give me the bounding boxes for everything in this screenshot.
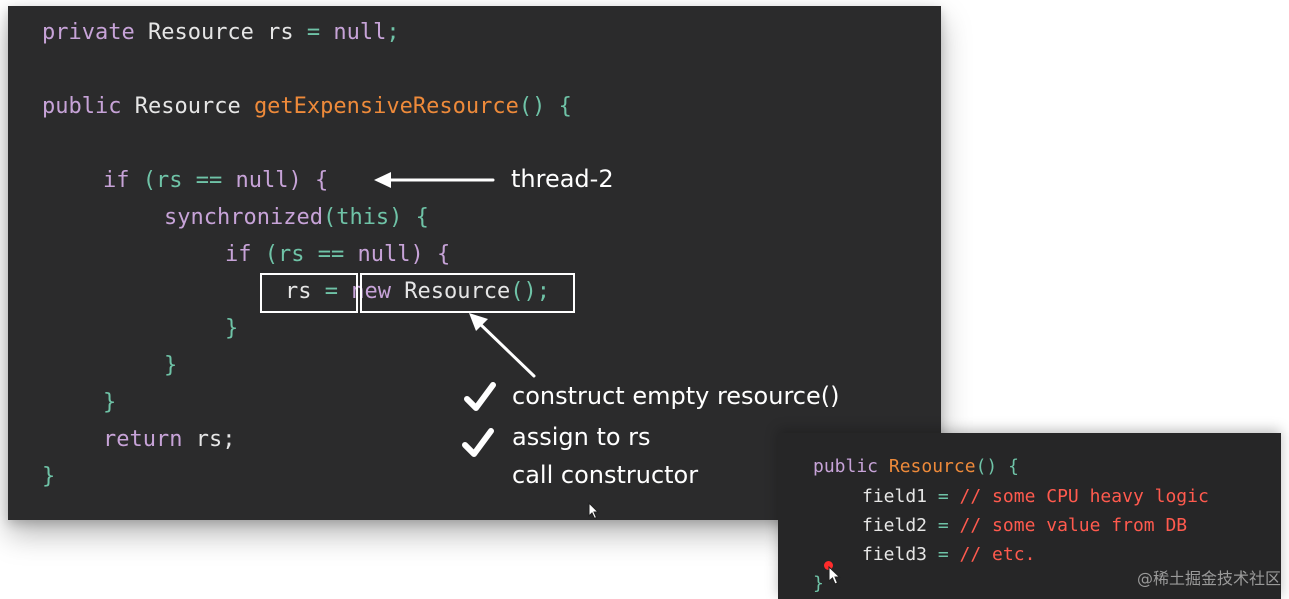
code-operator: == (317, 242, 345, 267)
keyword-if: if (103, 168, 130, 193)
thread-label: thread-2 (511, 165, 614, 193)
left-arrow-icon (374, 172, 495, 188)
constructor-line-field2: field2 = // some value from DB (862, 514, 1187, 538)
step-assign-to-rs: assign to rs (512, 423, 651, 451)
field-name: field3 (862, 544, 928, 565)
code-operator: = (927, 515, 960, 536)
code-line-field-declaration: private Resource rs = null; (42, 19, 400, 47)
code-punct: } (164, 353, 178, 378)
code-line-outer-if: if (rs == null) { (103, 167, 328, 195)
code-punct: (this) { (322, 205, 429, 230)
code-text: rs (285, 279, 325, 304)
code-comment: // some value from DB (959, 515, 1188, 536)
code-punct: } (103, 390, 117, 415)
field-name: field1 (862, 486, 928, 507)
highlight-box-new-resource (360, 273, 575, 313)
check-icon (464, 382, 496, 411)
keyword-null: null) { (222, 168, 329, 193)
constructor-line-signature: public Resource() { (813, 455, 1019, 479)
code-punct: ; (386, 20, 400, 45)
code-line-close-inner-if: } (225, 315, 238, 343)
step-construct-empty: construct empty resource() (512, 382, 840, 410)
highlight-box-assignment (260, 273, 358, 313)
code-punct: () { (975, 456, 1019, 477)
keyword-public: public (42, 94, 122, 119)
code-operator: = (306, 20, 321, 45)
keyword-null: null) { (344, 242, 451, 267)
constructor-code-panel (778, 433, 1281, 599)
code-comment: // some CPU heavy logic (959, 486, 1209, 507)
mouse-cursor-icon (828, 566, 841, 585)
code-operator: = (927, 486, 960, 507)
keyword-synchronized: synchronized (164, 205, 323, 230)
code-text: Resource rs (134, 20, 307, 45)
code-line-method-signature: public Resource getExpensiveResource() { (42, 93, 572, 121)
keyword-private: private (42, 20, 135, 45)
pointer-arrow-icon (469, 313, 536, 378)
keyword-null: null (320, 20, 387, 45)
code-punct: (); (510, 279, 550, 304)
code-line-inner-if: if (rs == null) { (225, 241, 450, 269)
code-line-return: return rs; (103, 426, 235, 454)
code-punct: (rs (129, 168, 196, 193)
code-line-close-outer-if: } (103, 389, 116, 417)
check-icon (462, 428, 494, 457)
keyword-public: public (813, 456, 879, 477)
code-punct: () { (518, 94, 572, 119)
constructor-line-field3: field3 = // etc. (862, 543, 1035, 567)
code-operator: == (195, 168, 223, 193)
code-comment: // etc. (959, 544, 1036, 565)
field-name: field2 (862, 515, 928, 536)
pointer-dot (824, 561, 833, 570)
code-line-close-synchronized: } (164, 352, 177, 380)
watermark: @稀土掘金技术社区 (1136, 569, 1281, 588)
code-text: Resource (390, 279, 511, 304)
method-name: Resource (878, 456, 976, 477)
code-line-synchronized: synchronized(this) { (164, 204, 429, 232)
code-punct: } (813, 573, 824, 594)
constructor-line-field1: field1 = // some CPU heavy logic (862, 485, 1209, 509)
code-text: Resource (121, 94, 254, 119)
code-text: rs; (182, 427, 236, 452)
code-line-close-method: } (42, 463, 55, 491)
code-punct: (rs (251, 242, 318, 267)
method-name: getExpensiveResource (253, 94, 519, 119)
code-punct: } (225, 316, 239, 341)
keyword-return: return (103, 427, 183, 452)
step-call-constructor: call constructor (512, 461, 699, 489)
code-operator: = (324, 279, 338, 304)
keyword-if: if (225, 242, 252, 267)
code-punct: } (42, 464, 56, 489)
mouse-cursor-icon (588, 502, 600, 520)
code-operator: = (927, 544, 960, 565)
constructor-line-close: } (813, 572, 824, 596)
